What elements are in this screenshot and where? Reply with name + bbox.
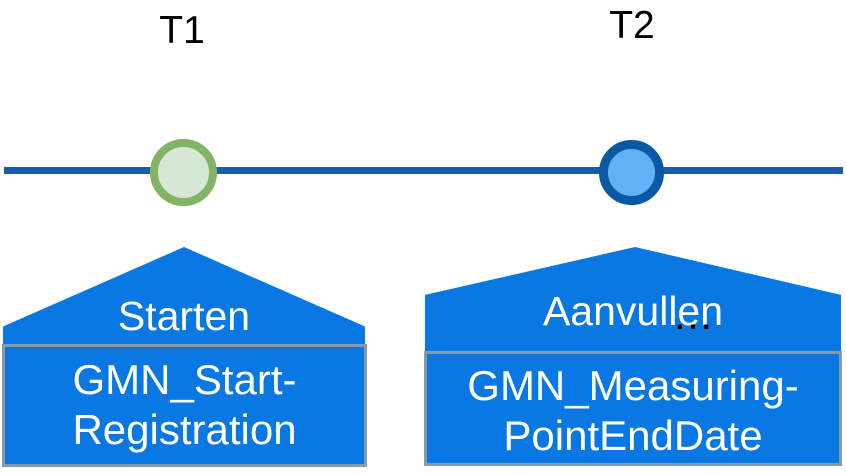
t1-action-label: Starten (117, 293, 251, 339)
t2-box-line-1: GMN_Measuring- (467, 362, 799, 409)
time-label-t2: T2 (609, 4, 655, 47)
time-label-t1: T1 (159, 9, 205, 52)
timeline-line (4, 167, 843, 174)
t1-event-marker-circle (150, 139, 217, 206)
t1-callout-box: GMN_Start- Registration (2, 344, 367, 467)
t2-ellipsis-text: … (672, 291, 714, 338)
t1-box-line-2: Registration (72, 406, 297, 453)
t2-callout-box: GMN_Measuring- PointEndDate (424, 351, 842, 466)
t2-event-marker-circle (599, 140, 664, 205)
t1-callout-roof: Starten (3, 247, 365, 344)
t2-action-label: Aanvullen (542, 288, 724, 334)
t2-callout-roof: Aanvullen (425, 247, 841, 351)
t1-box-line-1: GMN_Start- (72, 356, 297, 403)
t2-box-line-2: PointEndDate (503, 412, 763, 459)
